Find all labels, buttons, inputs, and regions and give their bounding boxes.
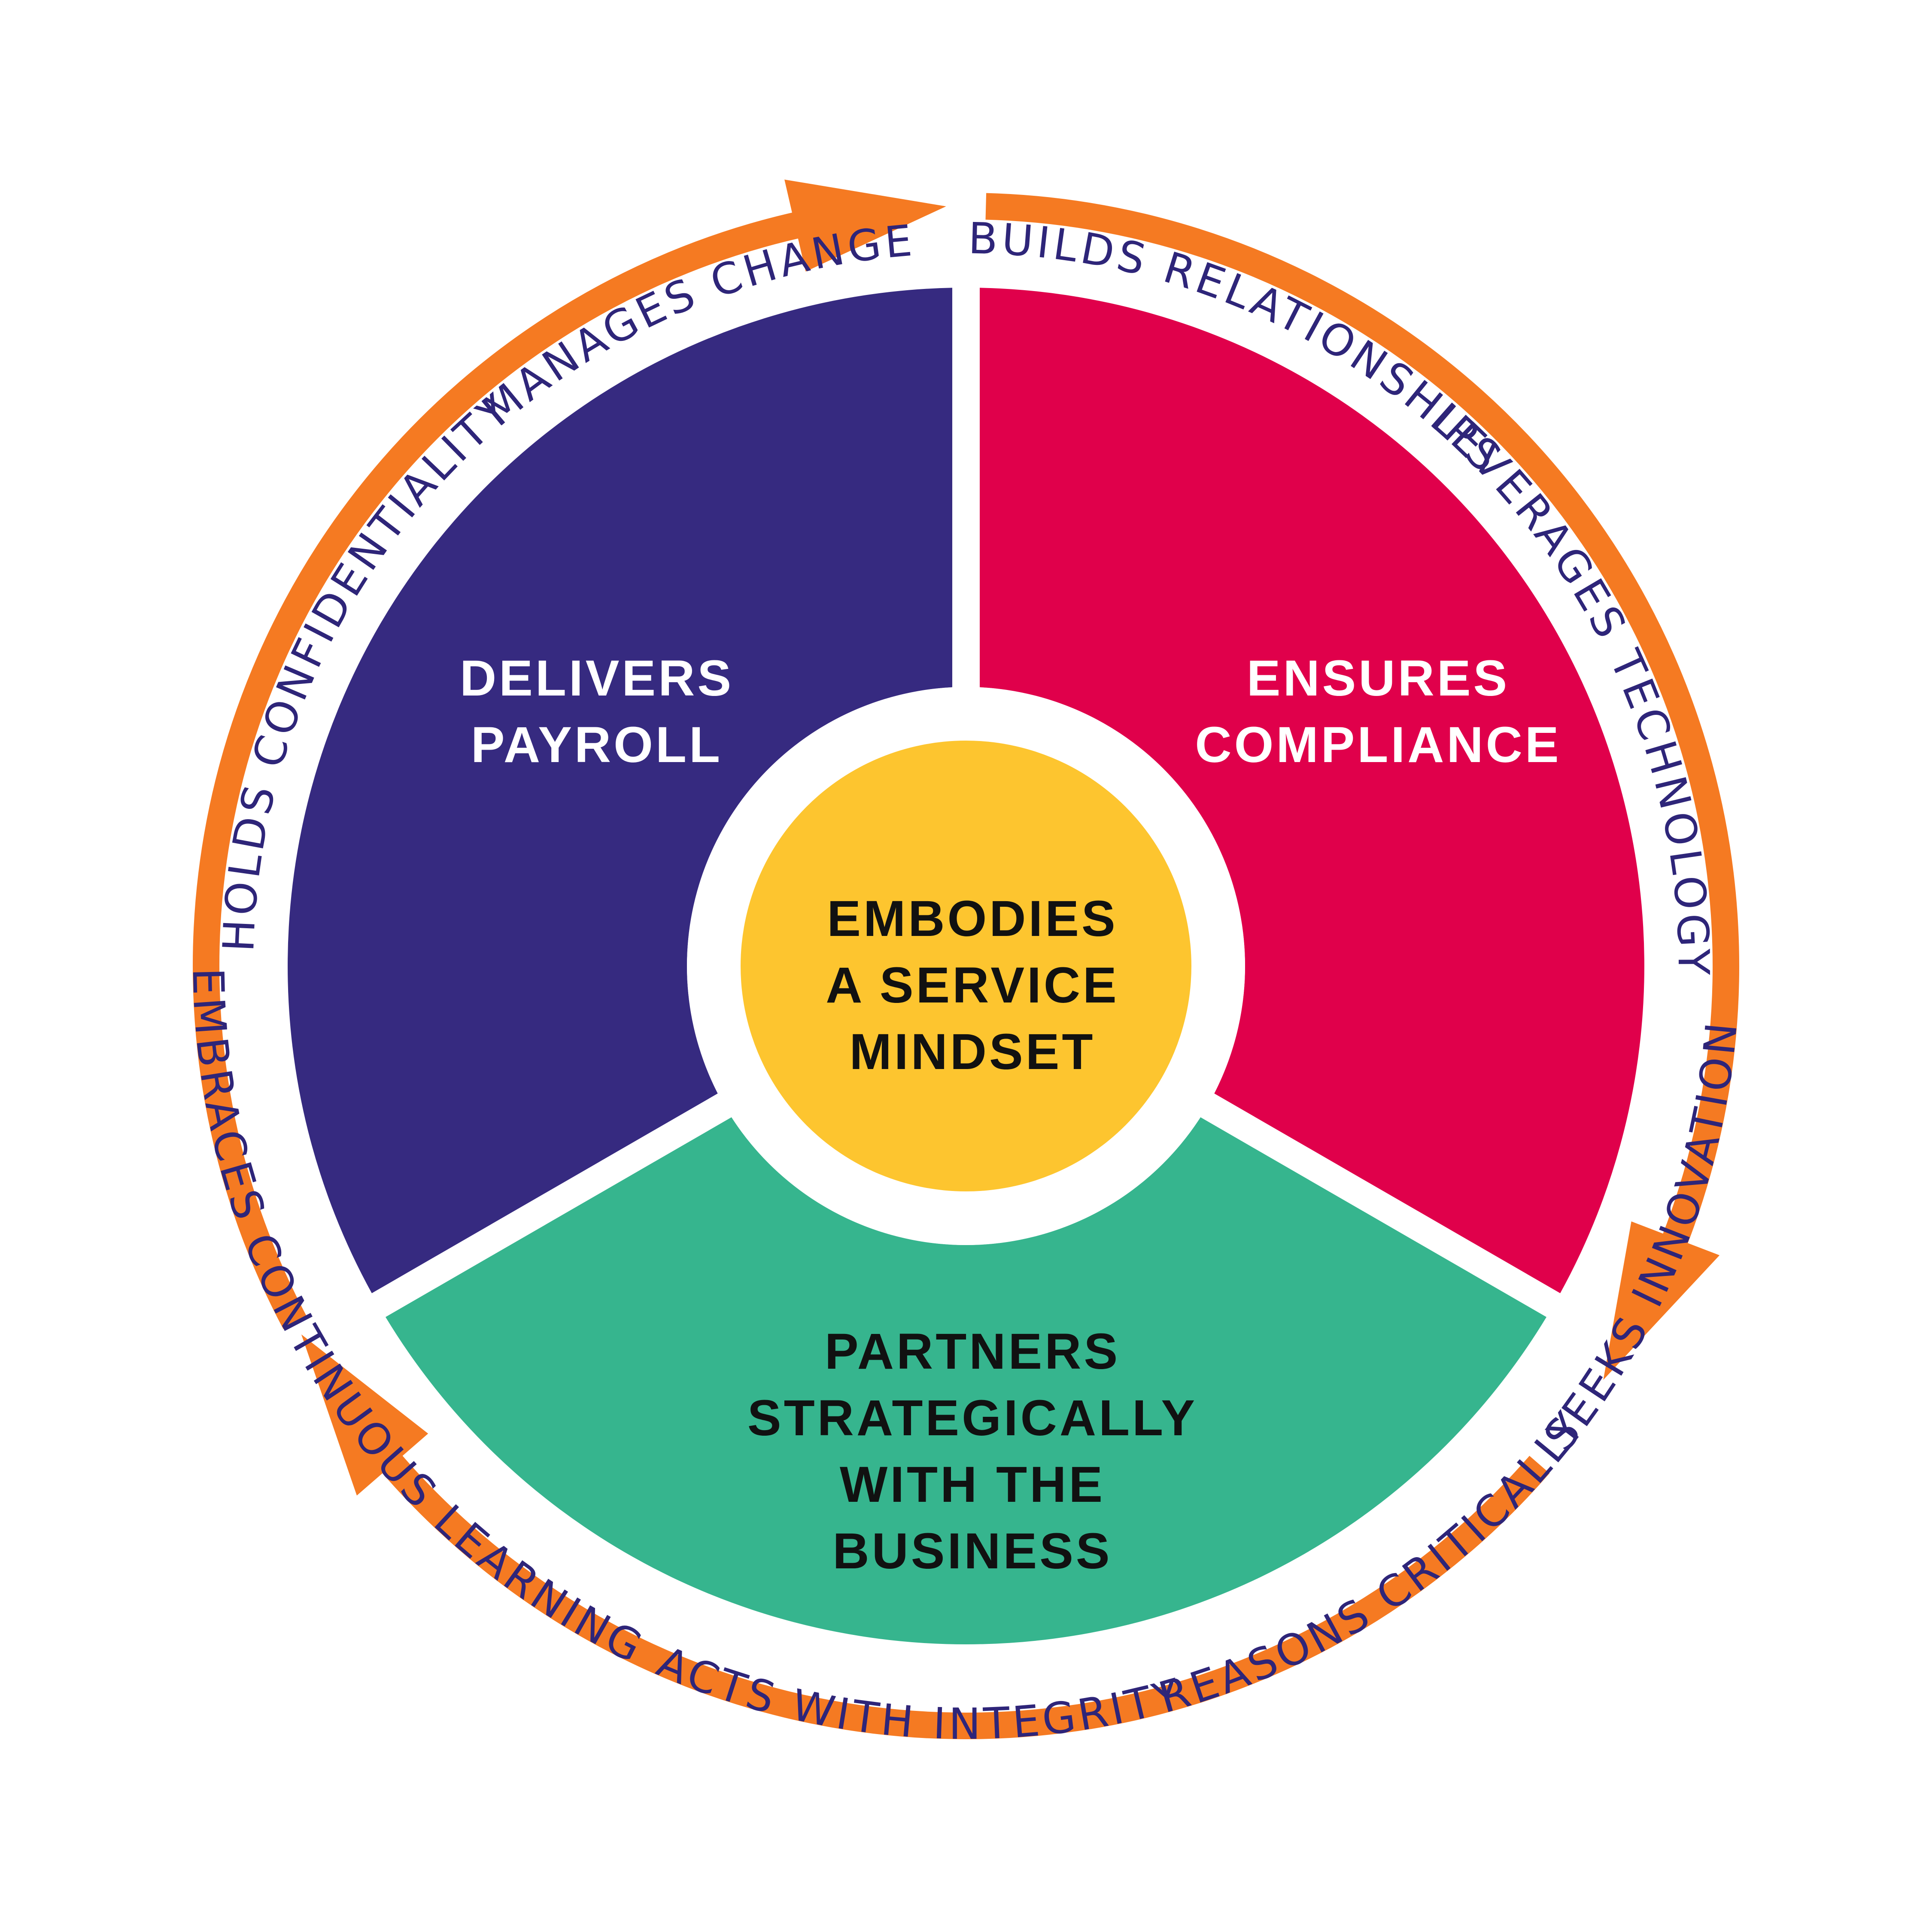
partners-line-1: PARTNERS	[825, 1323, 1120, 1380]
compliance-line-1: ENSURES	[1247, 650, 1510, 707]
cycle-arrows	[193, 179, 1739, 1739]
arrow-head-right	[1603, 1221, 1720, 1380]
arrow-head-top	[784, 179, 946, 272]
partners-line-2: STRATEGICALLY	[747, 1390, 1197, 1446]
center-circle	[741, 741, 1191, 1191]
center-line-2: A SERVICE	[826, 957, 1119, 1014]
arrow-arc-top-left	[193, 210, 811, 1329]
center-line-1: EMBODIES	[827, 890, 1118, 947]
payroll-line-2: PAYROLL	[471, 717, 723, 773]
compliance-line-2: COMPLIANCE	[1195, 717, 1561, 773]
arrow-arc-right	[985, 193, 1739, 1256]
partners-line-3: WITH THE	[840, 1456, 1105, 1513]
center-line-3: MINDSET	[850, 1024, 1096, 1080]
partners-line-4: BUSINESS	[832, 1523, 1112, 1580]
segment-ensures-compliance	[980, 288, 1644, 1294]
arrow-head-bottom-left	[301, 1334, 428, 1496]
ring-label-acts-with-integrity: ACTS WITH INTEGRITY	[650, 1637, 1190, 1749]
segment-partners-strategically	[386, 1117, 1546, 1644]
arrow-arc-bottom	[374, 1446, 1550, 1739]
payroll-line-1: DELIVERS	[460, 650, 734, 707]
center-label: EMBODIES A SERVICE MINDSET	[826, 890, 1119, 1080]
payroll-label: DELIVERS PAYROLL	[460, 650, 734, 773]
partners-label: PARTNERS STRATEGICALLY WITH THE BUSINESS	[747, 1323, 1197, 1580]
compliance-label: ENSURES COMPLIANCE	[1195, 650, 1561, 773]
segment-delivers-payroll	[288, 288, 952, 1294]
